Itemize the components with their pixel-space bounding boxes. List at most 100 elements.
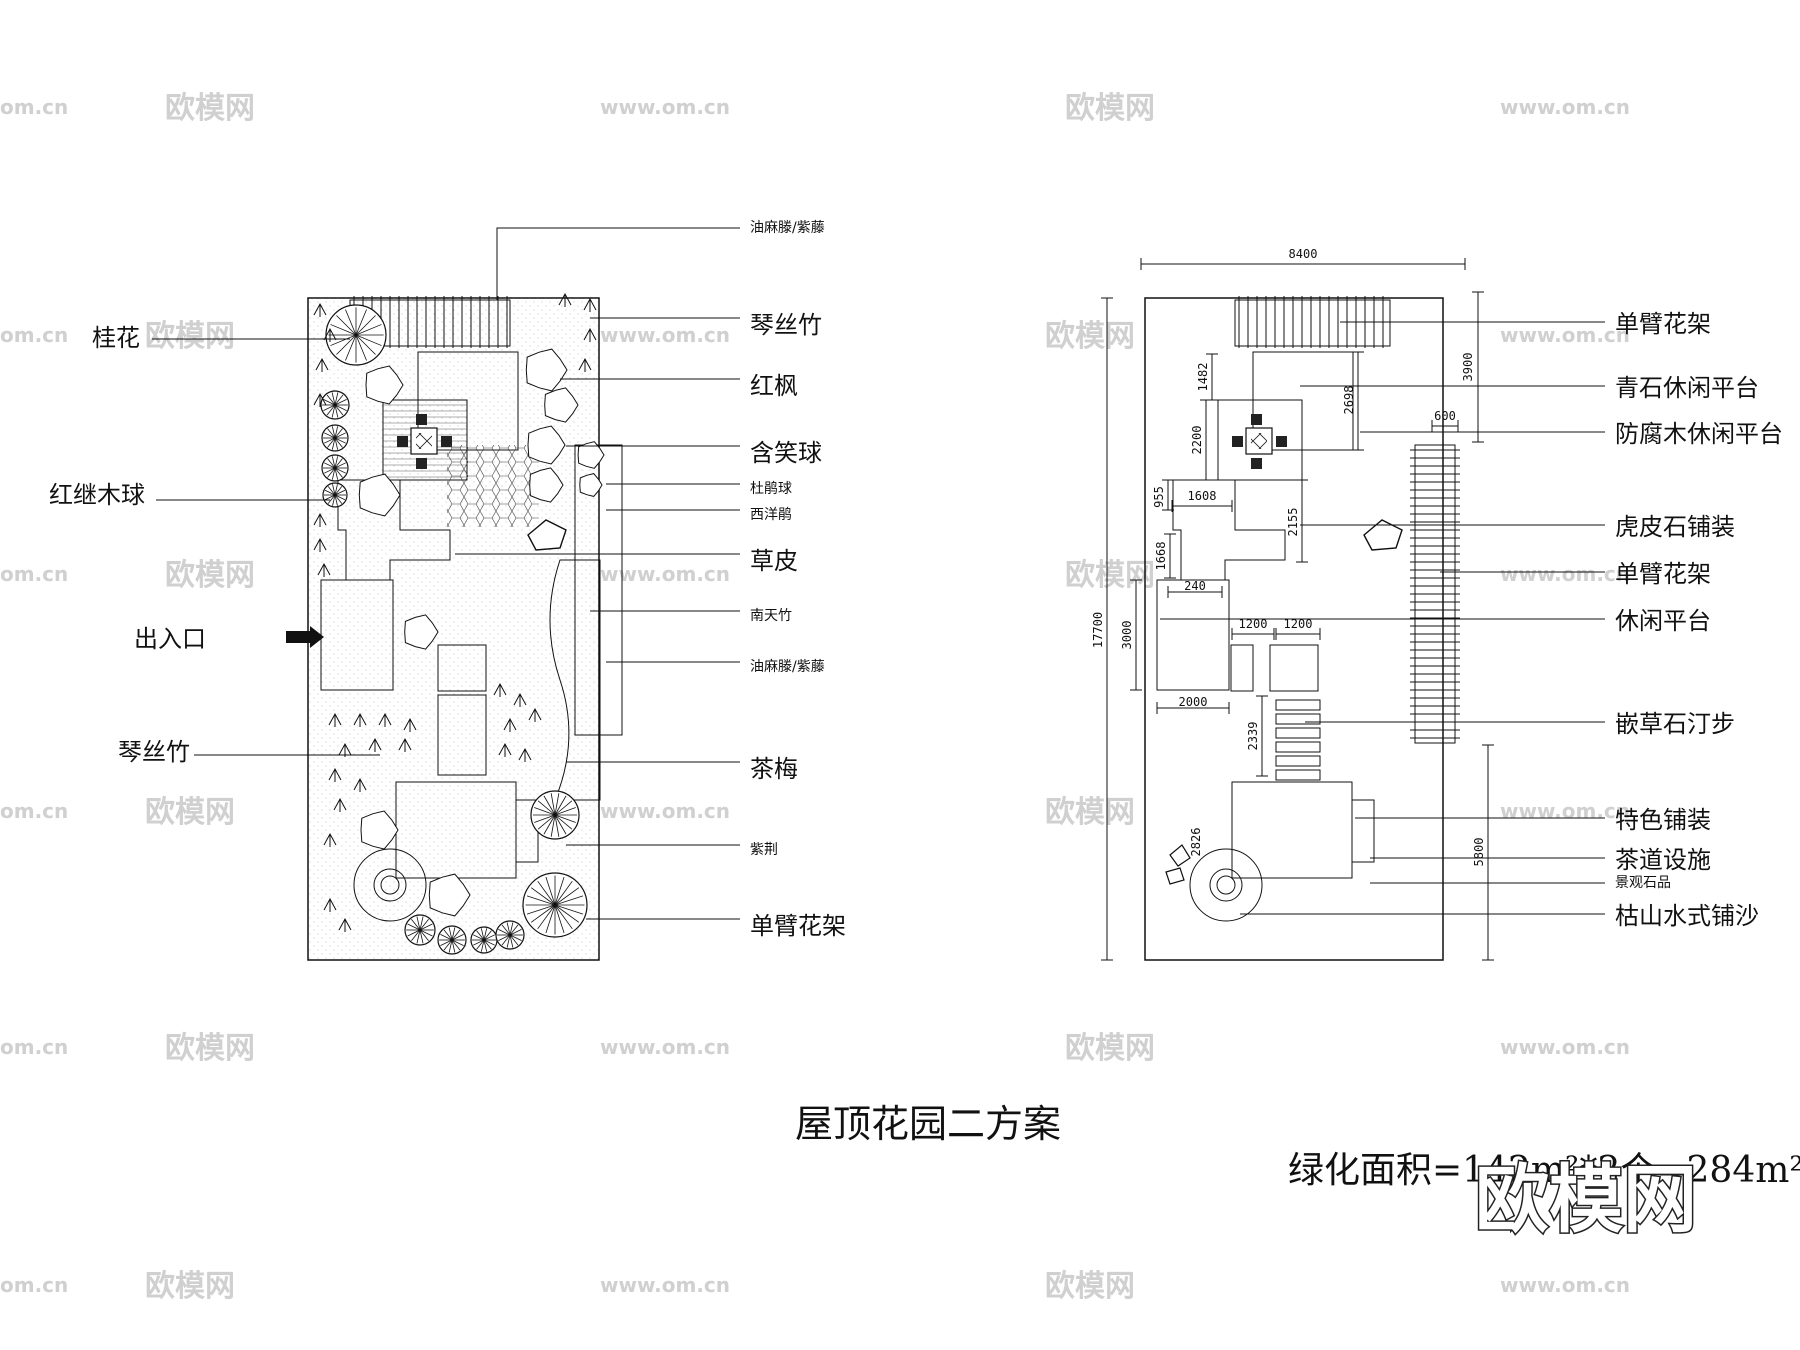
dimension-d5800: 5800 [1472, 838, 1486, 867]
label-hongjimuqiu: 红继木球 [49, 481, 145, 509]
dimension-d2200: 2200 [1190, 426, 1204, 455]
side-pergola-lattice [574, 444, 623, 736]
bamboo-symbol [333, 797, 347, 812]
bamboo-symbol [368, 737, 382, 752]
dimension-d955: 955 [1152, 486, 1166, 508]
shrub-symbol [525, 348, 568, 392]
label-dujuanqiu: 杜鹃球 [750, 480, 792, 497]
tree-symbol [530, 790, 580, 840]
tree-symbol [321, 424, 349, 452]
stepping-stone [1275, 741, 1321, 753]
tree-symbol [522, 872, 588, 938]
tree-symbol [404, 914, 436, 946]
label-zijing: 紫荆 [750, 842, 778, 858]
brand-logo-watermark: 欧模网 [1475, 1157, 1697, 1243]
dimension-d2826: 2826 [1189, 828, 1203, 857]
bamboo-symbol [328, 767, 342, 782]
leader-line [496, 227, 740, 300]
label-youmateng_top: 油麻滕/紫藤 [750, 220, 825, 236]
dimension-d2000: 2000 [1179, 695, 1208, 709]
dry-garden-right [1189, 848, 1263, 922]
stepping-stones [437, 694, 487, 776]
watermark-brand: 欧模网 [145, 795, 235, 830]
bamboo-symbol [313, 537, 327, 552]
label-fangfumu: 防腐木休闲平台 [1615, 420, 1783, 448]
watermark-brand: 欧模网 [1045, 795, 1135, 830]
tree-symbol [470, 926, 498, 954]
tree-symbol [325, 304, 387, 366]
bluestone-platform-right [1252, 351, 1354, 451]
right-site-boundary [1144, 297, 1444, 961]
trees-group [313, 292, 605, 955]
watermark-brand: 欧模网 [165, 1031, 255, 1066]
tree-symbol [320, 390, 350, 420]
dimension-d1200b: 1200 [1284, 617, 1313, 631]
label-xiuxian: 休闲平台 [1615, 607, 1711, 635]
tea-table [410, 427, 438, 455]
bamboo-symbol [323, 897, 337, 912]
stepping-stone [1275, 713, 1321, 725]
label-churukou: 出入口 [134, 625, 206, 653]
watermark-brand: 欧模网 [165, 558, 255, 593]
watermark-url-fragment: om.cn [0, 562, 68, 586]
bamboo-symbol [338, 917, 352, 932]
bamboo-symbol [403, 717, 417, 732]
stepping-stone [1275, 755, 1321, 767]
tree-symbol [322, 482, 348, 508]
camellia-hedge [549, 559, 601, 801]
bamboo-symbol [317, 562, 331, 577]
watermark-url: www.om.cn [600, 562, 730, 586]
watermark-brand: 欧模网 [165, 91, 255, 126]
label-hongfeng: 红枫 [750, 372, 798, 400]
feature-paving-right [1231, 781, 1353, 879]
tree-symbol [495, 920, 525, 950]
dimension-d3000: 3000 [1120, 621, 1134, 650]
top-pergola-right [1234, 296, 1391, 348]
watermark-url: www.om.cn [600, 323, 730, 347]
bamboo-symbol [353, 777, 367, 792]
watermark-url: www.om.cn [600, 799, 730, 823]
shrub-symbol [527, 425, 566, 465]
label-kushanshui: 枯山水式铺沙 [1615, 902, 1759, 930]
dimension-d2155: 2155 [1286, 508, 1300, 537]
dimension-d1608: 1608 [1188, 489, 1217, 503]
label-hanxiaoqiu: 含笑球 [750, 439, 822, 467]
bamboo-symbol [583, 297, 597, 312]
bamboo-symbol [518, 747, 532, 762]
label-nantianzhu: 南天竹 [750, 608, 792, 624]
watermark-brand: 欧模网 [145, 1269, 235, 1304]
dimension-d1200a: 1200 [1239, 617, 1268, 631]
watermark-url-fragment: om.cn [0, 1273, 68, 1297]
label-jingguan: 景观石品 [1615, 875, 1671, 891]
dimension-d240: 240 [1184, 579, 1206, 593]
label-danbihuajia2: 单臂花架 [1615, 560, 1711, 588]
tree-symbol [321, 454, 349, 482]
bamboo-symbol [353, 712, 367, 727]
shrub-symbol [365, 365, 404, 405]
label-guihua: 桂花 [92, 324, 140, 352]
label-qingshi: 青石休闲平台 [1615, 374, 1759, 402]
label-chadao: 茶道设施 [1615, 846, 1711, 874]
label-youmateng_mid: 油麻滕/紫藤 [750, 659, 825, 675]
dry-landscape-sand [353, 848, 427, 922]
watermark-url: www.om.cn [1500, 95, 1630, 119]
watermark-brand: 欧模网 [1045, 319, 1135, 354]
shrub-symbol [544, 387, 579, 423]
watermark-url-fragment: om.cn [0, 323, 68, 347]
left-planting-plan [152, 227, 740, 961]
dimension-height_total: 17700 [1091, 612, 1105, 648]
bamboo-symbol [328, 712, 342, 727]
crazy-paving-right [1172, 479, 1286, 581]
crazy-paving-path [337, 479, 451, 581]
bamboo-symbol [313, 302, 327, 317]
bamboo-symbol [578, 357, 592, 372]
drawing-title: 屋顶花园二方案 [795, 1102, 1061, 1146]
side-pergola-right [1410, 444, 1460, 744]
label-danbihuajia1: 单臂花架 [1615, 310, 1711, 338]
bamboo-symbol [583, 327, 597, 342]
watermark-brand: 欧模网 [1065, 91, 1155, 126]
hexagon-paving [447, 445, 539, 527]
dimension-width_total: 8400 [1289, 247, 1318, 261]
dimension-d3900: 3900 [1461, 353, 1475, 382]
